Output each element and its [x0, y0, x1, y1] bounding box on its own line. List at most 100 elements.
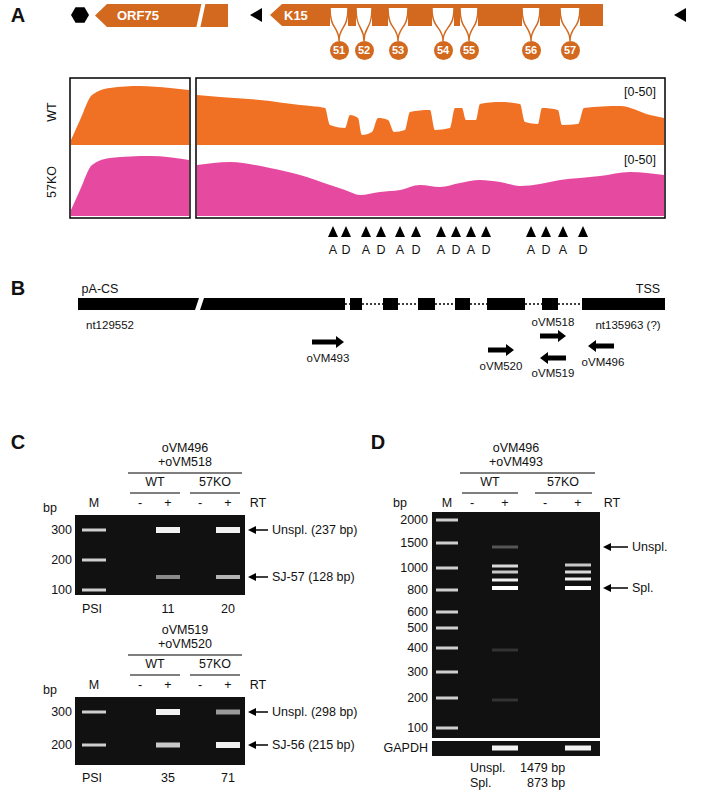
- intron-dots: [362, 303, 383, 305]
- track-label: 57KO: [45, 166, 59, 198]
- exon-block: [478, 4, 522, 26]
- gel-band: [492, 571, 518, 574]
- figure-label: WT: [145, 657, 164, 671]
- node-text: 51: [333, 45, 345, 56]
- figure-label: RT: [250, 496, 266, 510]
- site-marker: [341, 226, 351, 237]
- figure-label: oVM496: [582, 356, 625, 369]
- intron-loop: [522, 8, 540, 41]
- figure-label: Spl.: [632, 581, 654, 595]
- gel-band: [565, 564, 591, 567]
- figure-label: PSI: [82, 771, 102, 785]
- figure-label: Unspl. (298 bp): [272, 705, 357, 719]
- node-text: 57: [564, 45, 576, 56]
- site-marker: [451, 226, 461, 237]
- figure-label: D: [376, 243, 385, 257]
- transcript-exon: [542, 298, 558, 310]
- gene-arrow: K15: [270, 4, 330, 26]
- figure-label: RT: [604, 496, 620, 510]
- gel-band: [216, 527, 240, 533]
- figure-label: 35: [161, 771, 175, 785]
- transcript-exon: [383, 298, 398, 310]
- figure-label: nt129552: [86, 319, 134, 332]
- figure-label: oVM493: [307, 352, 350, 365]
- circle-outline: [460, 41, 479, 60]
- figure-label: A: [437, 243, 445, 257]
- lane-bracket: [130, 674, 180, 675]
- band-pointer-head: [603, 584, 611, 592]
- gel-band: [492, 586, 518, 590]
- figure-label: bp: [43, 501, 57, 515]
- transcript-exon: [200, 298, 345, 310]
- transcript-exon: [487, 298, 525, 310]
- gel-band: [436, 611, 458, 614]
- gel-band: [565, 578, 591, 581]
- figure-label: +: [224, 496, 231, 510]
- gel-image: [75, 515, 245, 595]
- figure-label: WT: [145, 475, 164, 489]
- figure-label: 1479 bp: [520, 761, 565, 775]
- gel-band: [156, 709, 180, 715]
- primer-arrow: [540, 330, 566, 342]
- intron-bar: [522, 4, 540, 8]
- figure-label: -: [138, 678, 142, 692]
- figure-label: Unspl.: [632, 540, 667, 554]
- primer-pair-label: oVM519 +oVM520: [154, 623, 216, 651]
- figure-label: RT: [250, 678, 266, 692]
- gel-band: [82, 589, 106, 592]
- exon-number-circle: 57: [561, 41, 580, 60]
- band-pointer: [609, 546, 628, 548]
- intron-bar: [356, 4, 372, 8]
- figure-label: +: [501, 496, 508, 510]
- node-text: ORF75: [117, 9, 159, 22]
- node-text: K15: [284, 9, 308, 22]
- gel-band: [436, 647, 458, 650]
- figure-label: 300: [51, 705, 72, 719]
- primer-arrow: [540, 352, 566, 364]
- figure-label: -: [198, 678, 202, 692]
- intron-bar: [432, 4, 454, 8]
- site-marker: [376, 226, 386, 237]
- figure-label: 1000: [400, 561, 428, 575]
- lane-bracket: [462, 492, 518, 493]
- exon-number-circle: 53: [389, 41, 408, 60]
- figure-label: D: [578, 243, 587, 257]
- node-text: 55: [463, 45, 475, 56]
- transcript-exon: [350, 298, 362, 310]
- band-pointer-head: [248, 573, 256, 581]
- figure-label: SJ-56 (215 bp): [272, 738, 355, 752]
- transcript-exon: [78, 298, 199, 310]
- exon-number-circle: 55: [460, 41, 479, 60]
- figure-label: GAPDH: [384, 741, 428, 755]
- figure-label: D: [341, 243, 350, 257]
- figure-label: 600: [407, 605, 428, 619]
- figure-label: 71: [221, 771, 235, 785]
- node-text: 54: [437, 45, 449, 56]
- track-frame: [70, 78, 190, 218]
- figure-label: bp: [393, 496, 407, 510]
- band-pointer-head: [248, 708, 256, 716]
- panel-letter: C: [11, 431, 25, 453]
- figure-label: [0-50]: [624, 153, 656, 167]
- figure-label: M: [89, 678, 99, 692]
- figure-label: Unspl. (237 bp): [272, 523, 357, 537]
- gel-band: [82, 744, 106, 747]
- figure-label: bp: [43, 683, 57, 697]
- node-text: 56: [525, 45, 537, 56]
- site-marker: [361, 226, 371, 237]
- band-pointer-head: [603, 543, 611, 551]
- figure-label: PSI: [82, 602, 102, 616]
- exon-block: [454, 4, 460, 26]
- figure-label: D: [451, 243, 460, 257]
- intron-loop: [460, 8, 478, 41]
- primer-arrow: [488, 344, 514, 356]
- figure-label: 500: [407, 621, 428, 635]
- exon-block: [580, 4, 603, 26]
- figure-label: +: [574, 496, 581, 510]
- figure-label: 11: [162, 602, 175, 616]
- figure-label: +: [224, 678, 231, 692]
- site-marker: [481, 226, 491, 237]
- figure-label: 300: [407, 665, 428, 679]
- gel-band: [82, 559, 106, 562]
